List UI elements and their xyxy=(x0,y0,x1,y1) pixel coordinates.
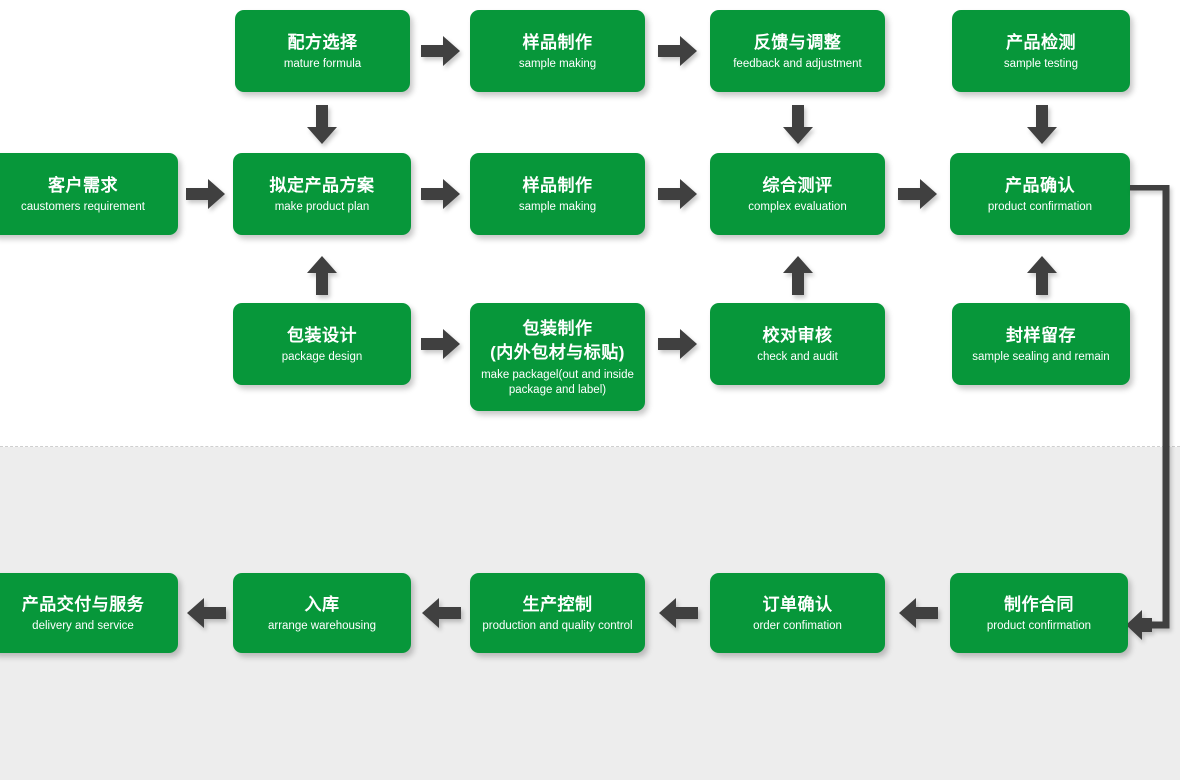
node-title-en: caustomers requirement xyxy=(21,200,145,213)
node-title-en: make packagel(out and inside package and… xyxy=(481,368,634,396)
arrow-left-icon xyxy=(421,597,461,629)
node-make-product-plan[interactable]: 拟定产品方案 make product plan xyxy=(233,153,411,235)
node-title-en: delivery and service xyxy=(32,619,134,632)
node-title-cn: 包装设计 xyxy=(287,325,357,345)
node-title-cn: 样品制作 xyxy=(522,32,593,52)
arrow-right-icon xyxy=(658,328,698,360)
node-title-en: product confirmation xyxy=(987,200,1093,213)
arrow-down-icon xyxy=(782,105,814,145)
arrow-left-icon xyxy=(898,597,938,629)
node-customer-requirement[interactable]: 客户需求 caustomers requirement xyxy=(0,153,178,235)
arrow-up-icon xyxy=(306,255,338,295)
node-make-contract[interactable]: 制作合同 product confirmation xyxy=(950,573,1128,653)
arrow-up-icon xyxy=(782,255,814,295)
node-title-en: package design xyxy=(281,350,363,363)
node-title-cn: 配方选择 xyxy=(287,32,358,52)
node-title-en: feedback and adjustment xyxy=(733,57,862,70)
node-title-en: sample making xyxy=(518,200,597,213)
node-title-cn: 封样留存 xyxy=(1006,325,1076,345)
node-title-cn: 入库 xyxy=(304,594,340,614)
arrow-right-icon xyxy=(658,178,698,210)
node-title-en: production and quality control xyxy=(482,619,633,632)
arrow-up-icon xyxy=(1026,255,1058,295)
node-title-en: arrange warehousing xyxy=(267,619,377,632)
node-formula-selection[interactable]: 配方选择 mature formula xyxy=(235,10,410,92)
node-order-confirmation[interactable]: 订单确认 order confimation xyxy=(710,573,885,653)
arrow-right-icon xyxy=(186,178,226,210)
node-sample-sealing[interactable]: 封样留存 sample sealing and remain xyxy=(952,303,1130,385)
node-title-cn: 反馈与调整 xyxy=(753,32,842,52)
node-title-cn: 综合测评 xyxy=(762,175,833,195)
node-title-cn: 订单确认 xyxy=(762,594,833,614)
node-title-cn: 产品检测 xyxy=(1006,32,1076,52)
node-title-cn: 生产控制 xyxy=(522,594,593,614)
node-title-cn: 产品交付与服务 xyxy=(21,594,145,614)
node-title-en: sample sealing and remain xyxy=(972,350,1110,363)
node-title-en: check and audit xyxy=(757,350,838,363)
node-title-cn: 产品确认 xyxy=(1005,175,1075,195)
node-warehousing[interactable]: 入库 arrange warehousing xyxy=(233,573,411,653)
node-title-en: mature formula xyxy=(283,57,362,70)
node-title-en: product confirmation xyxy=(986,619,1092,632)
node-title-cn: 包装制作 (内外包材与标贴) xyxy=(490,318,625,362)
node-product-testing[interactable]: 产品检测 sample testing xyxy=(952,10,1130,92)
arrow-left-icon xyxy=(658,597,698,629)
arrow-right-icon xyxy=(421,178,461,210)
node-title-cn: 客户需求 xyxy=(48,175,118,195)
node-delivery-service[interactable]: 产品交付与服务 delivery and service xyxy=(0,573,178,653)
node-complex-evaluation[interactable]: 综合测评 complex evaluation xyxy=(710,153,885,235)
node-title-en: sample making xyxy=(518,57,597,70)
node-product-confirmation[interactable]: 产品确认 product confirmation xyxy=(950,153,1130,235)
node-sample-making-1[interactable]: 样品制作 sample making xyxy=(470,10,645,92)
node-sample-making-2[interactable]: 样品制作 sample making xyxy=(470,153,645,235)
arrow-right-icon xyxy=(658,35,698,67)
arrow-right-icon xyxy=(421,35,461,67)
arrow-down-icon xyxy=(1026,105,1058,145)
node-package-production[interactable]: 包装制作 (内外包材与标贴) make packagel(out and ins… xyxy=(470,303,645,411)
section-divider xyxy=(0,446,1180,447)
node-title-en: sample testing xyxy=(1003,57,1079,70)
node-title-en: complex evaluation xyxy=(748,200,847,213)
arrow-down-icon xyxy=(306,105,338,145)
arrow-left-icon xyxy=(186,597,226,629)
node-production-control[interactable]: 生产控制 production and quality control xyxy=(470,573,645,653)
return-connector-icon xyxy=(1126,183,1180,650)
node-title-cn: 拟定产品方案 xyxy=(269,175,375,195)
node-title-cn: 样品制作 xyxy=(522,175,593,195)
node-title-en: make product plan xyxy=(274,200,370,213)
arrow-right-icon xyxy=(898,178,938,210)
node-check-audit[interactable]: 校对审核 check and audit xyxy=(710,303,885,385)
node-title-cn: 校对审核 xyxy=(762,325,833,345)
node-title-cn: 制作合同 xyxy=(1004,594,1074,614)
node-title-en: order confimation xyxy=(753,619,842,632)
node-feedback-adjustment[interactable]: 反馈与调整 feedback and adjustment xyxy=(710,10,885,92)
node-package-design[interactable]: 包装设计 package design xyxy=(233,303,411,385)
arrow-right-icon xyxy=(421,328,461,360)
